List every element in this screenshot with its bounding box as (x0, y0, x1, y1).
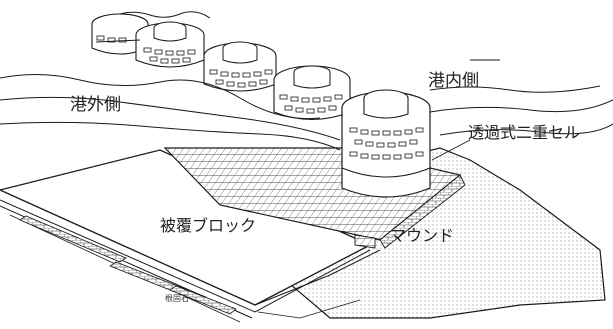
mound-label: マウンド (390, 226, 455, 245)
cell-3 (273, 65, 351, 120)
cell-1 (91, 13, 205, 68)
cell-2 (203, 41, 277, 92)
double-cell-leader-line (431, 139, 471, 161)
double-cell-row (91, 13, 431, 198)
foot-protection-stones (19, 215, 237, 315)
water-waves (0, 11, 613, 151)
armor-block-label: 被覆ブロック (160, 216, 257, 235)
harbor-outside-label: 港外側 (70, 95, 121, 115)
foot-protection-label: 根固石 (165, 294, 189, 303)
double-cell-label: 透過式二重セル (468, 123, 581, 142)
harbor-inside-label: 港内側 (428, 71, 479, 91)
cell-4-front (341, 89, 431, 198)
